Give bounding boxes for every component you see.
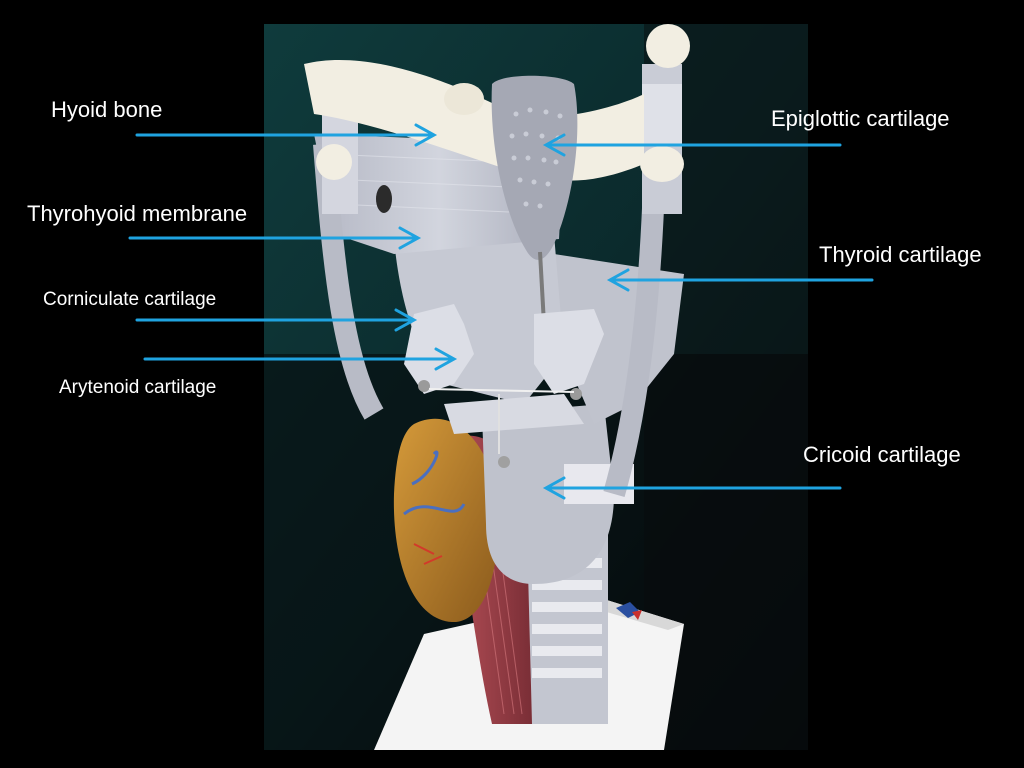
label-thyroid-cartilage: Thyroid cartilage: [819, 242, 982, 267]
label-thyrohyoid-membrane: Thyrohyoid membrane: [27, 201, 248, 226]
label-corniculate-cartilage: Corniculate cartilage: [43, 289, 217, 310]
label-cricoid-cartilage: Cricoid cartilage: [803, 442, 961, 467]
label-hyoid-bone: Hyoid bone: [51, 97, 163, 122]
label-epiglottic-cartilage: Epiglottic cartilage: [771, 106, 950, 131]
larynx-model-photo: [264, 24, 808, 750]
label-arytenoid-cartilage: Arytenoid cartilage: [59, 377, 217, 398]
